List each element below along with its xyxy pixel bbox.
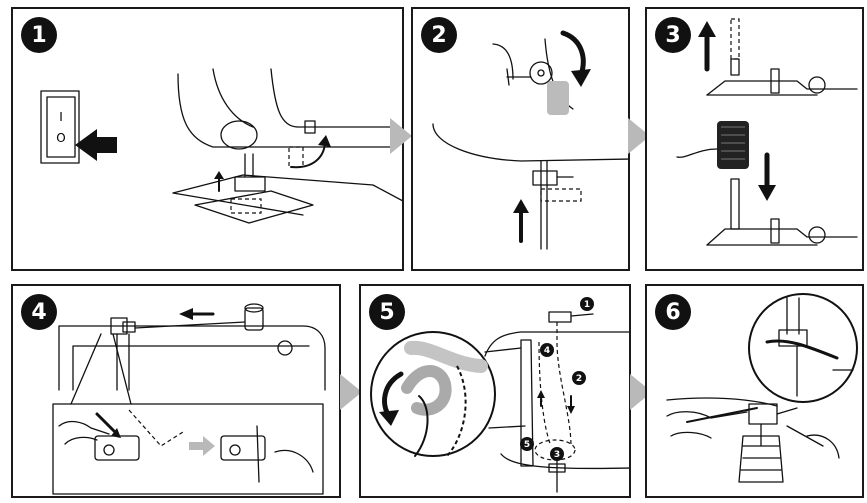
thread-marker-2: 2	[576, 374, 582, 384]
step-1-panel: 1 I O	[11, 7, 404, 271]
next-arrow-3	[340, 374, 362, 410]
spool-pin-base-top	[706, 80, 858, 96]
thread-path-down	[556, 322, 572, 447]
step-5-badge: 5	[369, 294, 405, 330]
thread-guide-knob	[529, 61, 553, 85]
presser-foot	[234, 176, 266, 192]
step-1-illustration: I O	[40, 68, 402, 224]
thread-marker-1: 1	[584, 300, 590, 310]
step-6-illustration	[666, 293, 858, 483]
needle-magnifier	[748, 293, 858, 403]
spool-pin-up-arrow	[698, 21, 716, 37]
needle-up-arrow	[513, 199, 529, 213]
take-up-lever-magnifier	[370, 331, 496, 457]
step-1-badge: 1	[21, 17, 57, 53]
presser-head	[220, 120, 258, 150]
power-switch	[46, 96, 76, 158]
spool-pin-base-bottom	[706, 228, 858, 246]
place-spool-arrow	[758, 185, 776, 201]
step-6-panel: 6	[645, 284, 864, 498]
hook-thread-arrow	[382, 371, 404, 419]
needle-clamp	[532, 170, 558, 186]
step-2-illustration	[432, 30, 628, 250]
guide-after	[220, 435, 266, 461]
presser-foot-6	[738, 435, 784, 483]
inset-next-arrow	[189, 436, 215, 456]
thread-marker-5: 5	[524, 440, 530, 450]
turn-handwheel-arrow	[560, 30, 586, 78]
next-arrow-4	[630, 374, 652, 410]
step-2-badge: 2	[421, 17, 457, 53]
next-arrow-1	[390, 118, 412, 154]
next-arrow-2	[628, 118, 650, 154]
step-4-badge: 4	[21, 294, 57, 330]
spool-top	[244, 307, 264, 331]
step-6-badge: 6	[655, 294, 691, 330]
handwheel	[547, 81, 569, 115]
press-switch-arrow	[75, 129, 117, 161]
step-5-panel: 5 1 2 3 4 5	[359, 284, 631, 498]
step-3-badge: 3	[655, 17, 691, 53]
thread-marker-3: 3	[554, 450, 560, 460]
step-4-panel: 4	[11, 284, 341, 498]
step-3-illustration	[676, 18, 858, 246]
needle-plate	[194, 190, 314, 224]
step-4-illustration	[52, 303, 326, 495]
guide-before	[94, 435, 140, 461]
thread-guide-detail-inset	[52, 403, 324, 495]
switch-on-label: I	[59, 110, 63, 124]
power-switch-housing	[40, 90, 80, 164]
thread-spool	[717, 121, 749, 169]
presser-lever	[304, 120, 316, 134]
thread-direction-arrow	[179, 308, 193, 320]
step-5-illustration: 1 2 3 4 5	[370, 297, 629, 493]
step-2-panel: 2	[411, 7, 630, 271]
thread-guide	[110, 317, 128, 335]
top-thread-guide	[548, 311, 572, 323]
step-3-panel: 3	[645, 7, 864, 271]
switch-off-label: O	[56, 131, 65, 145]
thread-marker-4: 4	[544, 346, 550, 356]
